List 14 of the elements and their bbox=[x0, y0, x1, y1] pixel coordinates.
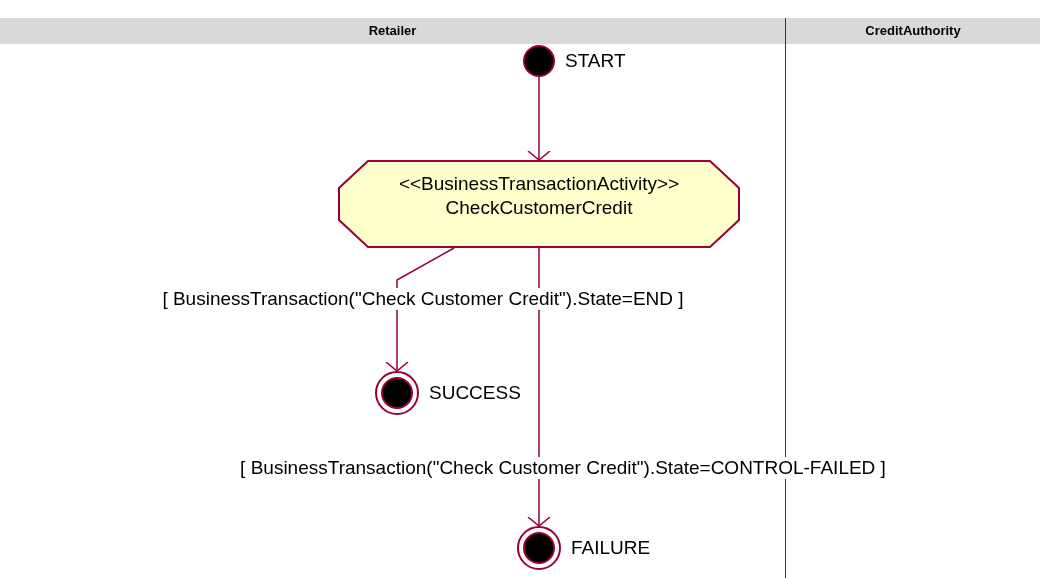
activity-name: CheckCustomerCredit bbox=[445, 196, 633, 220]
activity-node bbox=[338, 160, 740, 248]
arrow bbox=[527, 76, 551, 161]
guard-label: [ BusinessTransaction("Check Customer Credit").State=END ] bbox=[160, 288, 686, 310]
state-label: SUCCESS bbox=[429, 383, 521, 402]
stereotype-text: <<BusinessTransactionActivity>> bbox=[398, 172, 680, 196]
start-state bbox=[523, 45, 555, 77]
final-state bbox=[375, 371, 419, 415]
guard-label: [ BusinessTransaction("Check Customer Credit").State=CONTROL-FAILED ] bbox=[238, 457, 888, 479]
state-label: FAILURE bbox=[571, 538, 651, 557]
swimlane-header: Retailer bbox=[0, 18, 785, 44]
final-state bbox=[517, 526, 561, 570]
state-label: START bbox=[565, 51, 626, 70]
swimlane-header: CreditAuthority bbox=[786, 18, 1040, 44]
